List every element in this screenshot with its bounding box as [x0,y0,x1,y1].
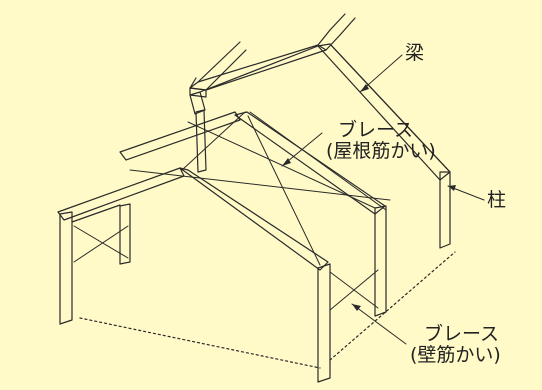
label-beam: 梁 [405,42,425,64]
label-column: 柱 [487,189,507,211]
back-frames [189,13,356,98]
ground-shadow [79,251,456,369]
column-mid-right [374,205,387,317]
label-roof-brace-sub: (屋根筋かい) [326,139,436,162]
front-frame [57,167,331,383]
label-wall-brace-sub: (壁筋かい) [410,343,501,366]
arrow-wall-brace [352,304,361,311]
column-right [439,171,451,249]
label-roof-brace-title: ブレース [338,119,414,141]
arrow-roof-brace [282,158,291,166]
arrow-beam [360,84,369,92]
label-roof-brace: ブレース (屋根筋かい) [326,120,436,162]
roof-braces [129,111,391,266]
arrow-column [448,185,456,191]
label-wall-brace-title: ブレース [424,323,500,345]
wall-braces [73,225,379,311]
label-wall-brace: ブレース (壁筋かい) [410,324,501,366]
